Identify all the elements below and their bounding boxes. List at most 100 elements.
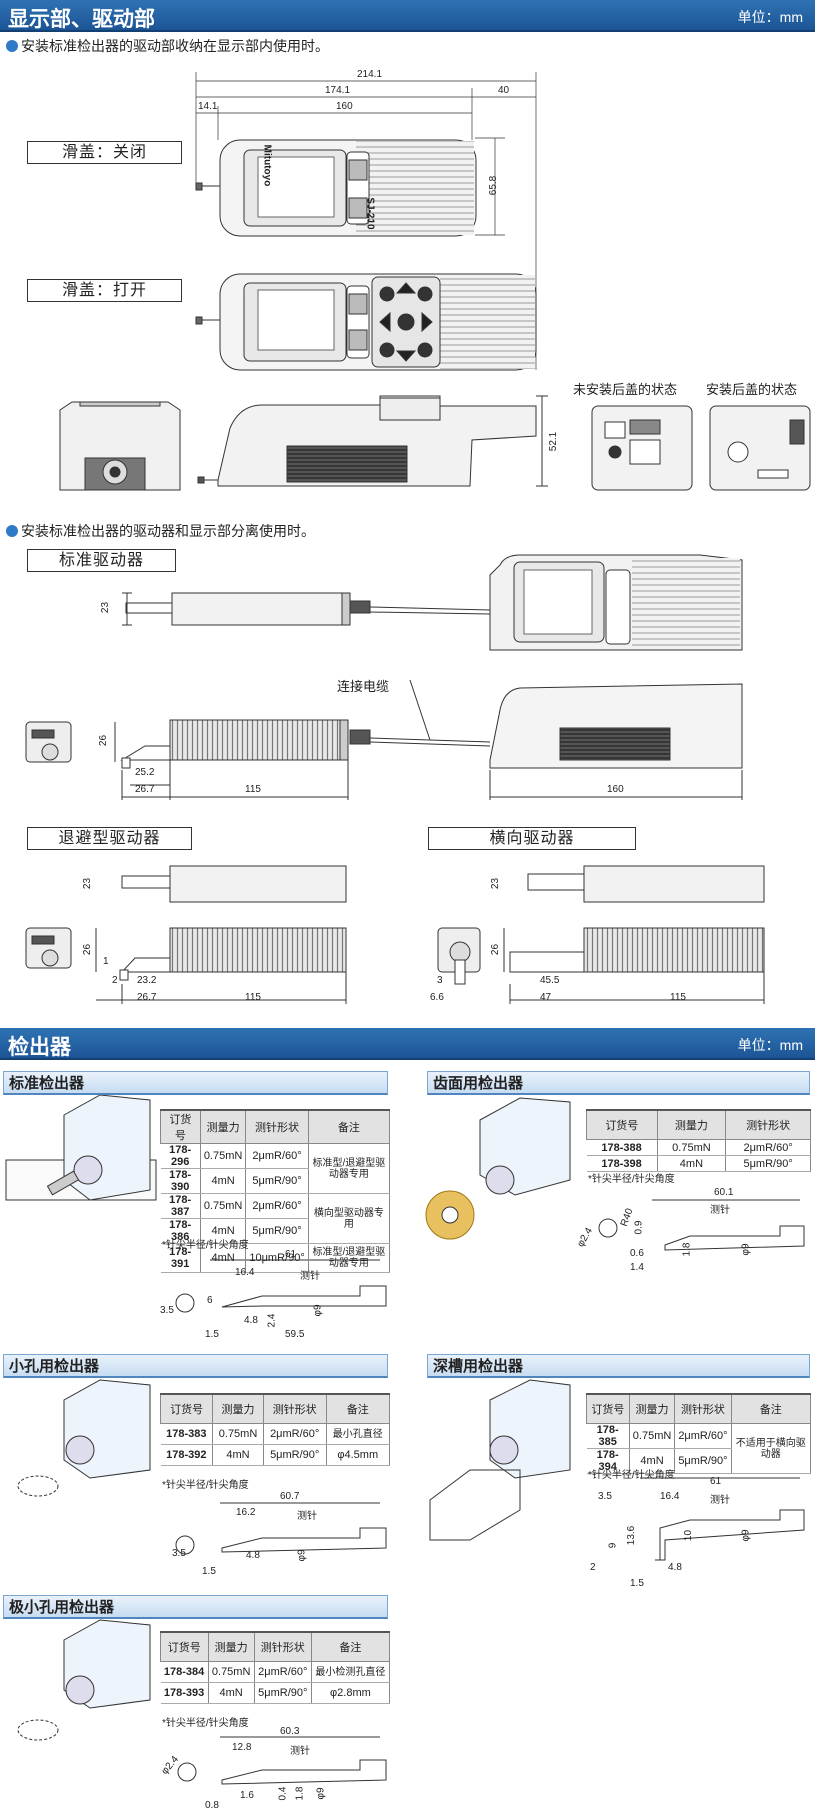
deep-dim-phi9: φ9 (740, 1529, 752, 1542)
tag-transverse-driver: 横向驱动器 (428, 827, 636, 850)
dim-tr-26: 26 (490, 943, 502, 956)
std-dim-3-5: 3.5 (160, 1305, 174, 1316)
th-code: 订货号 (160, 1109, 201, 1144)
std-dim-4-8: 4.8 (244, 1315, 258, 1326)
th-shape: 测针形状 (725, 1109, 811, 1140)
section-title: 显示部、驱动部 (8, 8, 155, 31)
th-force: 测量力 (199, 1109, 247, 1144)
gear-dim-0-9: 0.9 (633, 1220, 645, 1235)
dim-214: 214.1 (357, 69, 383, 80)
dim-174: 174.1 (325, 85, 351, 96)
tiny-dim-1-6: 1.6 (240, 1790, 254, 1801)
detector-illustrations (5, 1094, 571, 1741)
std-dim-61: 61 (285, 1249, 297, 1260)
section-header-detectors: 检出器 单位：mm (0, 1028, 815, 1060)
std-dim-phi9: φ9 (312, 1304, 324, 1317)
deep-dim-10: 10 (683, 1529, 695, 1542)
small-hole-footnote: *针尖半径/针尖角度 (162, 1480, 249, 1491)
standard-driver-side (25, 679, 743, 800)
bullet-separated-use: 安装标准检出器的驱动器和显示部分离使用时。 (6, 521, 315, 541)
cable-label: 连接电缆 (337, 679, 390, 694)
dim-std-23: 23 (100, 601, 112, 614)
dim-ret-2: 2 (112, 975, 118, 986)
subhead-small-hole-detector: 小孔用检出器 (3, 1354, 388, 1378)
dim-40: 40 (498, 85, 510, 96)
dim-14: 14.1 (198, 101, 218, 112)
section-header-display-driver: 显示部、驱动部 单位：mm (0, 0, 815, 32)
gear-dim-60-1: 60.1 (714, 1187, 734, 1198)
th-shape: 测针形状 (245, 1109, 309, 1144)
th-force: 测量力 (628, 1393, 676, 1424)
dim-ret-23-2: 23.2 (137, 975, 157, 986)
device-side-view (197, 395, 548, 487)
deep-dim-61: 61 (710, 1476, 722, 1487)
std-dim-6: 6 (207, 1295, 213, 1306)
th-code: 订货号 (586, 1393, 630, 1424)
device-open (195, 273, 537, 371)
tiny-dim-phi9: φ9 (315, 1787, 327, 1800)
std-stylus-label: 测针 (300, 1271, 320, 1282)
dim-std-25: 25.2 (135, 767, 155, 778)
dim-tr-115: 115 (670, 992, 686, 1003)
small-dim-60-7: 60.7 (280, 1491, 300, 1502)
standard-driver-drawing (122, 554, 743, 651)
tiny-dim-0-4: 0.4 (277, 1786, 289, 1801)
brand-logo-closed: Mitutoyo (261, 144, 273, 187)
deep-dim-1-5: 1.5 (630, 1578, 644, 1589)
rear-installed-caption: 安装后盖的状态 (706, 382, 798, 397)
tag-slide-closed: 滑盖：关闭 (27, 141, 182, 164)
std-dim-2-4: 2.4 (266, 1313, 278, 1328)
stylus-sketches (175, 1199, 805, 1785)
small-dim-phi9: φ9 (296, 1549, 308, 1562)
dim-ret-23: 23 (82, 877, 94, 890)
tiny-dim-0-8: 0.8 (205, 1800, 219, 1811)
small-stylus-label: 测针 (297, 1511, 317, 1522)
gear-stylus-label: 测针 (710, 1205, 730, 1216)
deep-dim-13-6: 13.6 (626, 1525, 638, 1546)
std-dim-59-5: 59.5 (285, 1329, 305, 1340)
small-dim-1-5: 1.5 (202, 1566, 216, 1577)
dim-ret-1: 1 (103, 956, 109, 967)
device-closed (195, 139, 477, 237)
small-dim-3-5: 3.5 (172, 1548, 186, 1559)
small-dim-16-2: 16.2 (236, 1507, 256, 1518)
gear-footnote: *针尖半径/针尖角度 (588, 1174, 675, 1185)
dim-ret-26: 26 (82, 943, 94, 956)
bullet-integrated-use: 安装标准检出器的驱动部收纳在显示部内使用时。 (6, 36, 329, 56)
th-force: 测量力 (656, 1109, 727, 1140)
gear-dim-1-4: 1.4 (630, 1262, 644, 1273)
std-footnote: *针尖半径/针尖角度 (162, 1240, 249, 1251)
th-shape: 测针形状 (674, 1393, 732, 1424)
deep-dim-2: 2 (590, 1562, 596, 1573)
th-force: 测量力 (212, 1393, 264, 1424)
dim-ret-115: 115 (245, 992, 261, 1003)
dim-65: 65.8 (488, 175, 500, 196)
std-dim-16-4: 16.4 (235, 1267, 255, 1278)
section-title: 检出器 (8, 1036, 71, 1059)
retract-driver-drawing (25, 865, 347, 1004)
dim-std-26: 26 (98, 734, 110, 747)
dim-tr-47: 47 (540, 992, 552, 1003)
tag-slide-open: 滑盖：打开 (27, 279, 182, 302)
th-note: 备注 (730, 1393, 812, 1424)
subhead-tiny-hole-detector: 极小孔用检出器 (3, 1595, 388, 1619)
model-closed: SJ-210 (364, 197, 376, 230)
tag-standard-driver: 标准驱动器 (27, 549, 176, 572)
subhead-gear-detector: 齿面用检出器 (427, 1071, 810, 1095)
device-front-view (59, 401, 181, 491)
th-note: 备注 (310, 1631, 391, 1662)
dim-ret-26-7: 26.7 (137, 992, 157, 1003)
th-code: 订货号 (159, 1393, 214, 1424)
unit-label: 单位：mm (737, 9, 803, 25)
dim-tr-3: 3 (437, 975, 443, 986)
